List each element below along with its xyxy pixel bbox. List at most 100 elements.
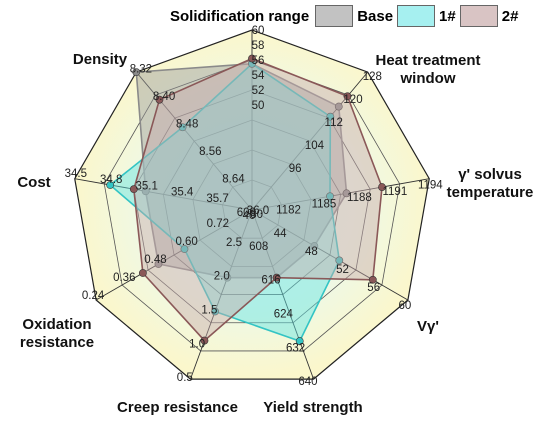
tick-label: 35.1	[135, 180, 157, 192]
radar-spoke	[190, 209, 253, 380]
tick-label: 104	[305, 140, 325, 152]
tick-label: 60	[252, 25, 265, 37]
legend-swatch-1	[397, 5, 436, 27]
tick-label: 40	[243, 210, 256, 222]
axis-label-creep-resistance: Creep resistance	[117, 399, 238, 416]
tick-label: 624	[274, 309, 294, 321]
tick-label: 600	[237, 207, 256, 219]
series-point	[223, 273, 232, 282]
tick-label: 52	[252, 85, 265, 97]
tick-label: 60	[398, 300, 411, 312]
tick-label: 1188	[347, 192, 372, 204]
tick-label: 0.24	[82, 290, 105, 302]
tick-label: 0.72	[207, 218, 229, 230]
series-area-3	[133, 57, 383, 342]
radar-spoke	[251, 178, 430, 211]
radar-spoke	[251, 209, 409, 301]
series-point	[310, 242, 319, 250]
radar-spoke	[135, 71, 253, 211]
tick-label: 36.0	[247, 205, 269, 217]
series-point	[141, 187, 150, 196]
tick-label: 1191	[382, 186, 407, 198]
tick-label: 616	[261, 275, 280, 287]
tick-label: 44	[274, 228, 287, 240]
radar-ring	[192, 149, 312, 267]
tick-label: 8.48	[176, 118, 198, 130]
series-point	[211, 307, 219, 316]
radar-ring	[103, 59, 401, 352]
tick-label: 120	[343, 94, 362, 106]
tick-label: 2.5	[226, 237, 242, 249]
series-area-1	[135, 62, 348, 279]
radar-spoke	[74, 178, 253, 211]
tick-label: 608	[249, 241, 268, 253]
tick-label: 8.32	[130, 63, 152, 75]
radar-grid	[74, 29, 430, 380]
tick-label: 48	[305, 246, 318, 258]
radar-ring	[162, 119, 342, 295]
tick-label: 34.5	[65, 168, 87, 180]
tick-label: 640	[298, 376, 317, 388]
axis-label-heat-treatment: Heat treatment window	[375, 52, 481, 87]
series-point	[378, 183, 386, 191]
series-area-2	[108, 62, 341, 343]
series-point	[343, 92, 352, 101]
tick-label: 35.7	[206, 193, 228, 205]
tick-label: 632	[286, 342, 305, 354]
radar-spoke	[251, 209, 314, 380]
series-point	[106, 181, 115, 189]
tick-label: 1194	[418, 180, 443, 192]
series-point	[154, 260, 163, 268]
series-point	[180, 245, 189, 253]
series-point	[129, 185, 138, 194]
series-point	[335, 256, 344, 265]
legend-swatch-base	[315, 5, 354, 27]
series-point	[334, 102, 343, 111]
series-point	[368, 275, 377, 284]
tick-label: 54	[252, 70, 265, 82]
series-point	[326, 192, 334, 201]
series-point	[342, 189, 351, 198]
tick-label: 80	[250, 209, 263, 221]
axis-label-density: Density	[72, 51, 128, 68]
series-point	[132, 68, 141, 77]
radar-ring	[222, 179, 282, 239]
series-point	[326, 112, 335, 121]
tick-label: 50	[252, 100, 265, 112]
legend-item-1: 1#	[397, 5, 456, 27]
series-point	[200, 336, 209, 345]
tick-label: 0.5	[177, 372, 193, 384]
axis-label-solvus: γ' solvus temperature	[446, 166, 534, 201]
series-point	[138, 269, 147, 277]
radar-ring	[133, 89, 371, 324]
tick-label: 0.48	[144, 254, 166, 266]
tick-label: 8.56	[199, 146, 221, 158]
tick-label: 0.36	[113, 272, 135, 284]
tick-label: 56	[252, 55, 265, 67]
tick-label: 96	[289, 163, 302, 175]
axis-label-oxidation: Oxidation resistance	[19, 316, 95, 351]
tick-label: 56	[367, 282, 380, 294]
series-point	[295, 337, 304, 345]
tick-label: 1.5	[201, 304, 217, 316]
tick-label: 58	[252, 40, 265, 52]
series-point	[178, 123, 187, 132]
tick-label: 2.0	[214, 271, 230, 283]
axis-label-cost: Cost	[17, 174, 51, 191]
tick-label: 34.8	[100, 174, 122, 186]
tick-label: 1.0	[189, 338, 205, 350]
radar-tick-labels: 36.0505254565860809610411212012811821185…	[65, 25, 444, 388]
legend-label-2: 2#	[501, 7, 519, 25]
axis-label-vgamma: Vγ'	[417, 318, 439, 335]
series-point	[272, 273, 281, 282]
legend-label-base: Base	[357, 7, 394, 25]
tick-label: 112	[325, 117, 343, 129]
tick-label: 1185	[312, 198, 337, 210]
tick-label: 8.64	[222, 174, 245, 186]
legend-title: Solidification range	[170, 7, 310, 25]
tick-label: 0.60	[175, 236, 197, 248]
tick-label: 35.4	[171, 187, 194, 199]
axis-label-yield-strength: Yield strength	[263, 399, 363, 416]
legend-item-base: Base	[315, 5, 393, 27]
